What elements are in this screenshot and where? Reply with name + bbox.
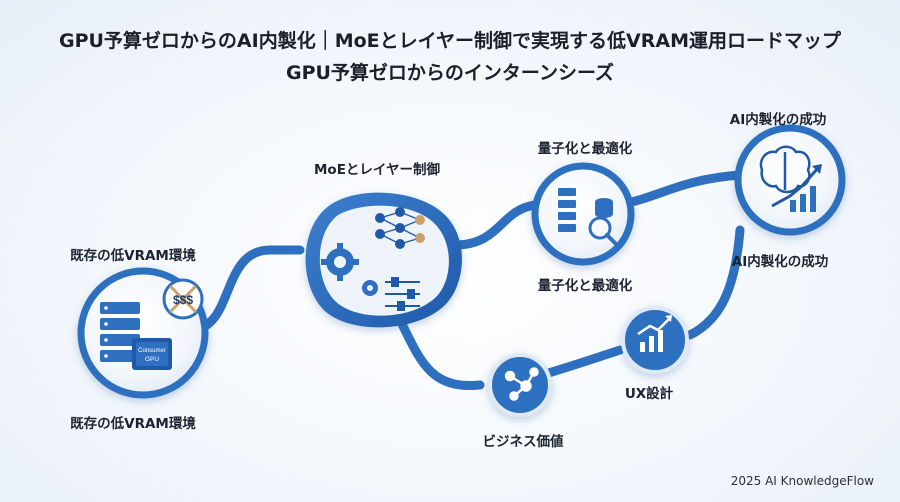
stage-quant: [531, 162, 635, 266]
consumer-gpu-chip-icon: [132, 338, 172, 370]
stage-success: [734, 124, 846, 236]
label-business: ビジネス価値: [482, 434, 564, 450]
page-title: GPU予算ゼロからのAI内製化｜MoEとレイヤー制御で実現する低VRAM運用ロー…: [58, 30, 842, 52]
gpu-chip-text-b: GPU: [145, 356, 159, 363]
network-icon: [504, 367, 539, 401]
stage-business: [488, 353, 552, 417]
label-legacy-top: 既存の低VRAM環境: [70, 248, 196, 264]
label-quant-bottom: 量子化と最適化: [537, 278, 633, 294]
stage-ux: [621, 306, 689, 374]
gpu-chip-text-a: Consumer: [138, 348, 166, 354]
label-quant-top: 量子化と最適化: [537, 141, 633, 157]
bar-chart-icon: [637, 315, 672, 352]
magnifier-icon: [588, 216, 618, 246]
gear-icon: [321, 243, 378, 296]
label-success-bottom: AI内製化の成功: [731, 254, 829, 270]
footer-credit: 2025 AI KnowledgeFlow: [730, 474, 874, 488]
database-icon: [558, 188, 613, 232]
brain-icon: [759, 145, 811, 194]
neural-network-icon: [375, 207, 425, 249]
label-success-top: AI内製化の成功: [729, 112, 827, 128]
connector-moe-quant: [450, 200, 540, 250]
server-icon: [100, 302, 140, 362]
no-money-icon: [162, 278, 204, 320]
connector-ux-success: [685, 225, 745, 340]
page-subtitle: GPU予算ゼロからのインターンシーズ: [285, 62, 615, 84]
growth-chart-icon: [771, 164, 822, 212]
label-legacy-bottom: 既存の低VRAM環境: [70, 416, 196, 432]
stage-moe: [305, 192, 462, 328]
money-icon-text: $$$: [173, 293, 193, 307]
sliders-icon: [385, 277, 420, 311]
connector-moe-business: [395, 315, 485, 391]
label-moe: MoEとレイヤー制御: [313, 162, 441, 178]
label-ux: UX設計: [624, 386, 674, 402]
